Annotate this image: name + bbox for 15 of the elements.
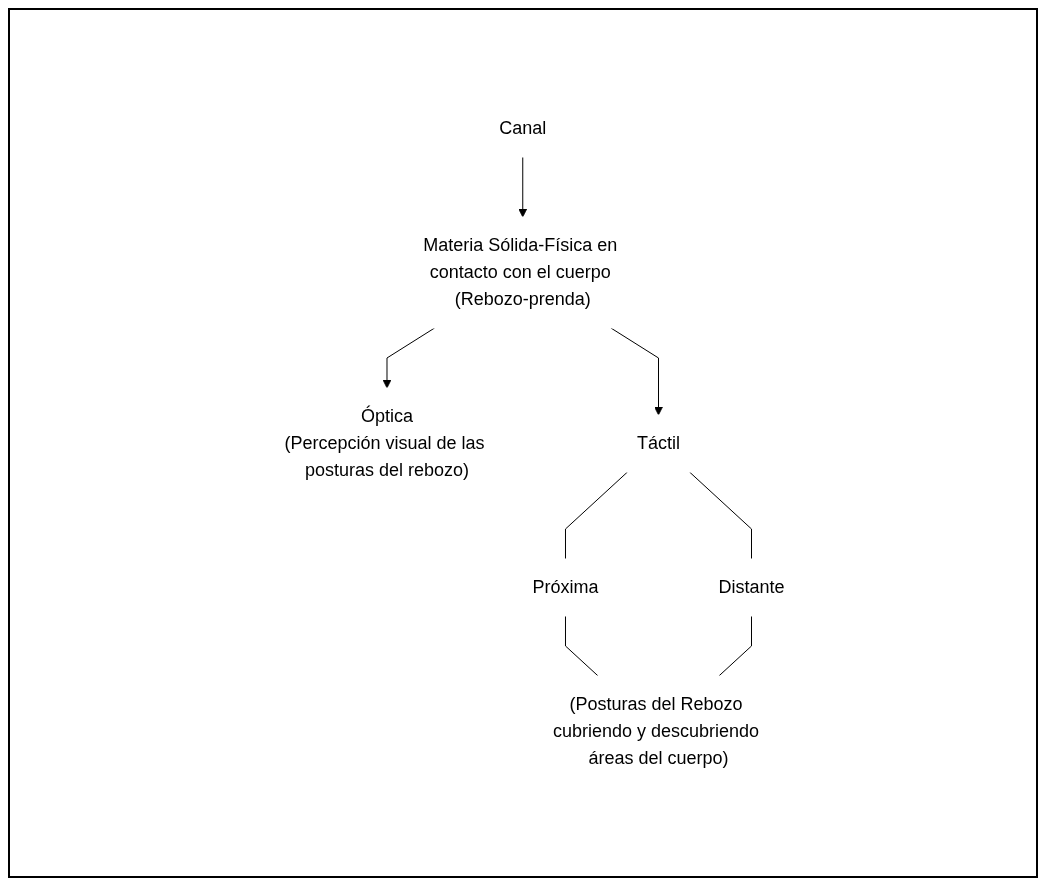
node-text: Materia Sólida-Física en contacto con el cuerpo (Rebozo-prenda) xyxy=(423,234,618,309)
node-text: Óptica (Percepción visual de las posturas del rebozo) xyxy=(284,405,485,480)
connector xyxy=(565,615,599,676)
connector xyxy=(718,615,753,676)
connector xyxy=(565,471,629,559)
connector xyxy=(689,471,753,559)
arrow xyxy=(518,156,528,217)
arrow xyxy=(382,327,436,388)
node-text: Próxima xyxy=(532,576,599,597)
node-text: Canal xyxy=(499,117,547,138)
arrow xyxy=(610,327,664,415)
node-text: (Posturas del Rebozo cubriendo y descubriendo áreas del cuerpo) xyxy=(553,693,760,768)
diagram-frame: Canal Materia Sólida-Física en contacto con el cuerpo (Rebozo-prenda) Óptica (Percepción visual de las posturas del rebozo) Táctil Próxima Distante (Posturas del Rebozo cubriendo y descubriendo áreas del cuerpo) xyxy=(8,8,1038,878)
node-text: Distante xyxy=(718,576,785,597)
node-text: Táctil xyxy=(637,432,681,453)
